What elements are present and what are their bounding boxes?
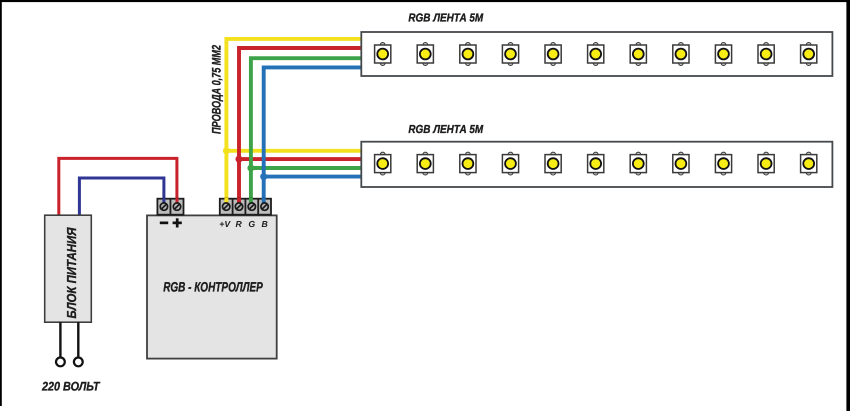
svg-text:ПРОВОДА 0,75 ММ2: ПРОВОДА 0,75 ММ2: [210, 45, 224, 134]
svg-text:БЛОК ПИТАНИЯ: БЛОК ПИТАНИЯ: [64, 227, 79, 318]
svg-text:RGB ЛЕНТА 5М: RGB ЛЕНТА 5М: [408, 123, 483, 136]
svg-text:220 ВОЛЬТ: 220 ВОЛЬТ: [41, 380, 101, 394]
svg-text:R: R: [235, 219, 242, 229]
svg-text:G: G: [248, 219, 255, 229]
svg-text:RGB ЛЕНТА 5М: RGB ЛЕНТА 5М: [408, 11, 483, 24]
svg-text:B: B: [261, 219, 267, 229]
svg-text:RGB - КОНТРОЛЛЕР: RGB - КОНТРОЛЛЕР: [163, 280, 263, 295]
svg-text:+V: +V: [219, 219, 231, 229]
